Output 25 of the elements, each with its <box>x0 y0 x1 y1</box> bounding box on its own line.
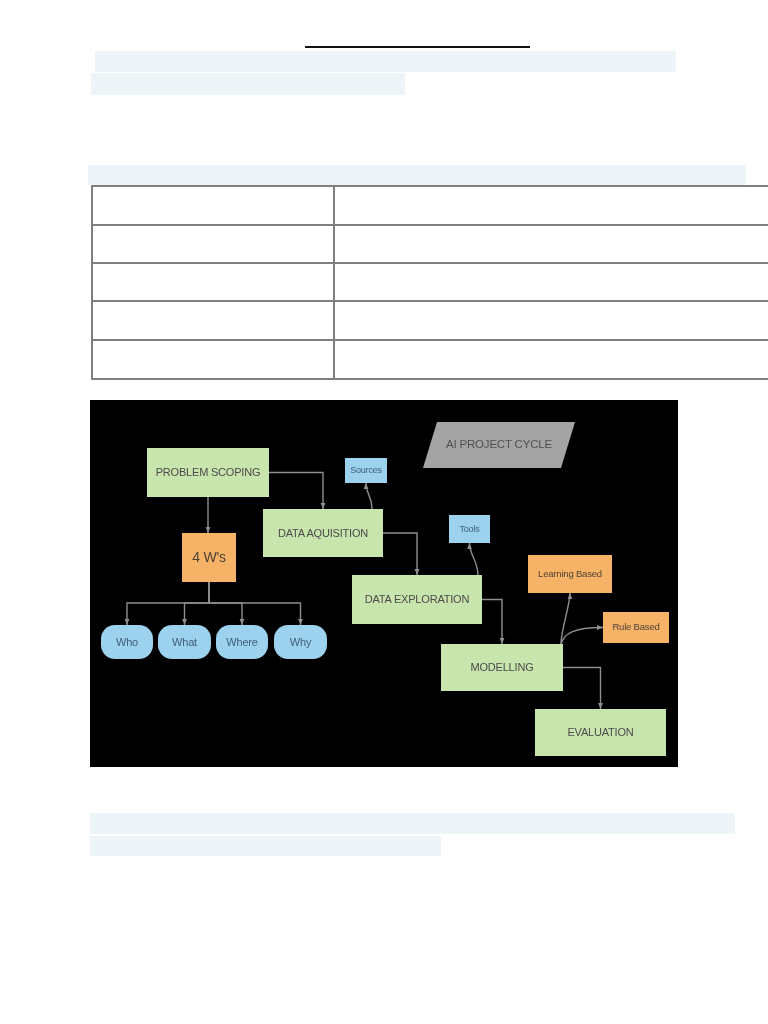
process-box: DATA AQUISITION <box>263 509 383 557</box>
process-box: DATA EXPLORATION <box>352 575 482 624</box>
rounded-box: Who <box>101 625 153 659</box>
tag-box: Tools <box>449 515 490 543</box>
arrow <box>382 532 420 576</box>
category-box: 4 W's <box>182 533 236 582</box>
tag-box: Sources <box>345 458 387 483</box>
arrow <box>268 471 326 510</box>
category-box: Rule Based <box>603 612 669 643</box>
category-box: Learning Based <box>528 555 612 593</box>
arrow <box>208 581 303 626</box>
process-box: EVALUATION <box>535 709 666 756</box>
arrow <box>467 542 479 576</box>
arrow <box>481 598 505 645</box>
arrow <box>560 625 604 645</box>
rounded-box: Why <box>274 625 327 659</box>
arrow <box>562 666 603 710</box>
arrow <box>205 496 211 534</box>
rounded-box: Where <box>216 625 268 659</box>
arrow <box>560 592 573 645</box>
arrow <box>363 482 373 510</box>
rounded-box: What <box>158 625 211 659</box>
process-box: PROBLEM SCOPING <box>147 448 269 497</box>
process-box: MODELLING <box>441 644 563 691</box>
title-banner: AI PROJECT CYCLE <box>423 422 575 468</box>
